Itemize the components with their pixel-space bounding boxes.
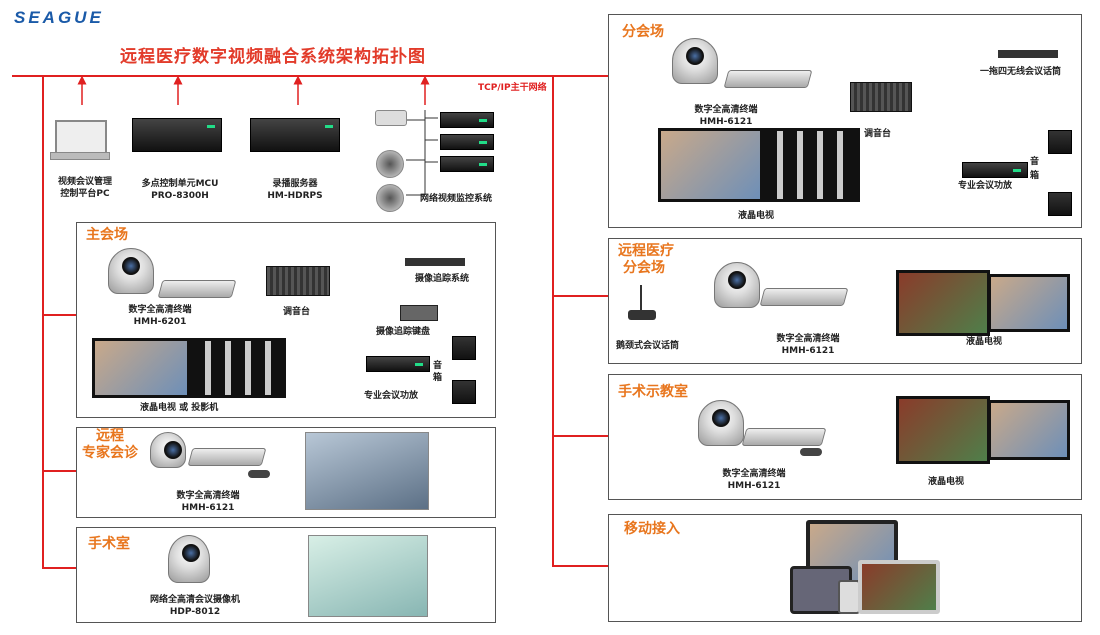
tracking-mics xyxy=(405,228,465,266)
branch-title: 分会场 xyxy=(622,24,664,40)
dome-camera-icon xyxy=(376,184,404,212)
main-venue-title: 主会场 xyxy=(86,227,128,243)
gooseneck-mic xyxy=(640,285,642,311)
hd-terminal xyxy=(759,288,849,306)
speaker xyxy=(1048,130,1072,154)
remote-title: 远程医疗分会场 xyxy=(618,243,674,276)
main-amp-label: 专业会议功放 xyxy=(364,391,419,401)
teach-display-label: 液晶电视 xyxy=(928,477,965,487)
branch-or xyxy=(42,567,76,569)
lcd-tv xyxy=(896,270,990,336)
remote-mic-label: 鹅颈式会议话筒 xyxy=(616,341,680,351)
audio-mixer xyxy=(266,266,330,296)
bullet-camera-icon xyxy=(375,110,407,126)
operating-room-panel xyxy=(76,527,496,623)
ptz-camera xyxy=(714,262,760,308)
branch-branch xyxy=(552,75,608,77)
or-title: 手术室 xyxy=(88,536,130,552)
tracking-label: 摄像追踪系统 xyxy=(415,274,470,284)
ptz-camera xyxy=(150,432,186,468)
tracking-keyboard xyxy=(400,305,438,321)
nvr-device xyxy=(440,134,494,150)
lcd-tv xyxy=(988,274,1070,332)
branch-teach xyxy=(552,435,608,437)
branch-mobile xyxy=(552,565,608,567)
backbone-line xyxy=(12,75,607,77)
mobile-title: 移动接入 xyxy=(624,521,680,537)
keyboard-icon xyxy=(50,152,110,160)
expert-title: 远程专家会诊 xyxy=(82,428,138,461)
nvr-device xyxy=(440,156,494,172)
mcu-device xyxy=(132,118,222,152)
right-trunk xyxy=(552,75,554,567)
speaker xyxy=(1048,192,1072,216)
expert-photo xyxy=(305,432,429,510)
branch-expert xyxy=(42,470,76,472)
branch-main xyxy=(42,314,76,316)
laptop-icon xyxy=(858,560,940,614)
lcd-tv xyxy=(896,396,990,464)
branch-speaker-label: 音箱 xyxy=(1030,157,1040,181)
recorder-device xyxy=(250,118,340,152)
left-trunk xyxy=(42,75,44,567)
network-camera xyxy=(168,535,210,583)
hd-terminal xyxy=(187,448,267,466)
logo: SEAGUE xyxy=(14,8,104,27)
power-amp xyxy=(962,162,1028,178)
nvr-device xyxy=(440,112,494,128)
backbone-label: TCP/IP主干网络 xyxy=(478,83,547,93)
remote-display-label: 液晶电视 xyxy=(966,337,1003,347)
phone-icon xyxy=(838,580,860,614)
ptz-camera xyxy=(698,400,744,446)
branch-amp-label: 专业会议功放 xyxy=(958,181,1013,191)
main-display-label: 液晶电视 或 投影机 xyxy=(140,403,219,413)
branch-mixer-label: 调音台 xyxy=(864,129,892,139)
dome-camera-icon xyxy=(376,150,404,178)
ptz-camera xyxy=(672,38,718,84)
lcd-tv-scan xyxy=(760,128,860,202)
hd-terminal xyxy=(723,70,813,88)
power-amp xyxy=(366,356,430,372)
lcd-tv xyxy=(92,338,190,398)
main-speaker-label: 音箱 xyxy=(433,361,443,383)
audio-mixer xyxy=(850,82,912,112)
speaker xyxy=(452,380,476,404)
pc-label: 视频会议管理控制平台PC xyxy=(57,177,112,199)
wireless-mics xyxy=(998,20,1058,58)
hd-terminal xyxy=(741,428,827,446)
or-photo xyxy=(308,535,428,617)
hd-terminal xyxy=(157,280,237,298)
gooseneck-mic xyxy=(800,448,822,456)
main-mixer-label: 调音台 xyxy=(283,307,311,317)
lcd-tv-scan xyxy=(188,338,286,398)
gooseneck-mic xyxy=(248,470,270,478)
page-title: 远程医疗数字视频融合系统架构拓扑图 xyxy=(120,47,426,67)
branch-mics-label: 一拖四无线会议话筒 xyxy=(980,67,1062,77)
mic-base xyxy=(628,310,656,320)
lcd-tv xyxy=(658,128,764,202)
expert-panel xyxy=(76,427,496,518)
speaker xyxy=(452,336,476,360)
keyboard-label: 摄像追踪键盘 xyxy=(376,327,431,337)
ptz-camera xyxy=(108,248,154,294)
monitor-label: 网络视频监控系统 xyxy=(420,194,493,204)
teach-title: 手术示教室 xyxy=(618,384,688,400)
lcd-tv xyxy=(988,400,1070,460)
branch-display-label: 液晶电视 xyxy=(738,211,775,221)
branch-remote xyxy=(552,295,608,297)
